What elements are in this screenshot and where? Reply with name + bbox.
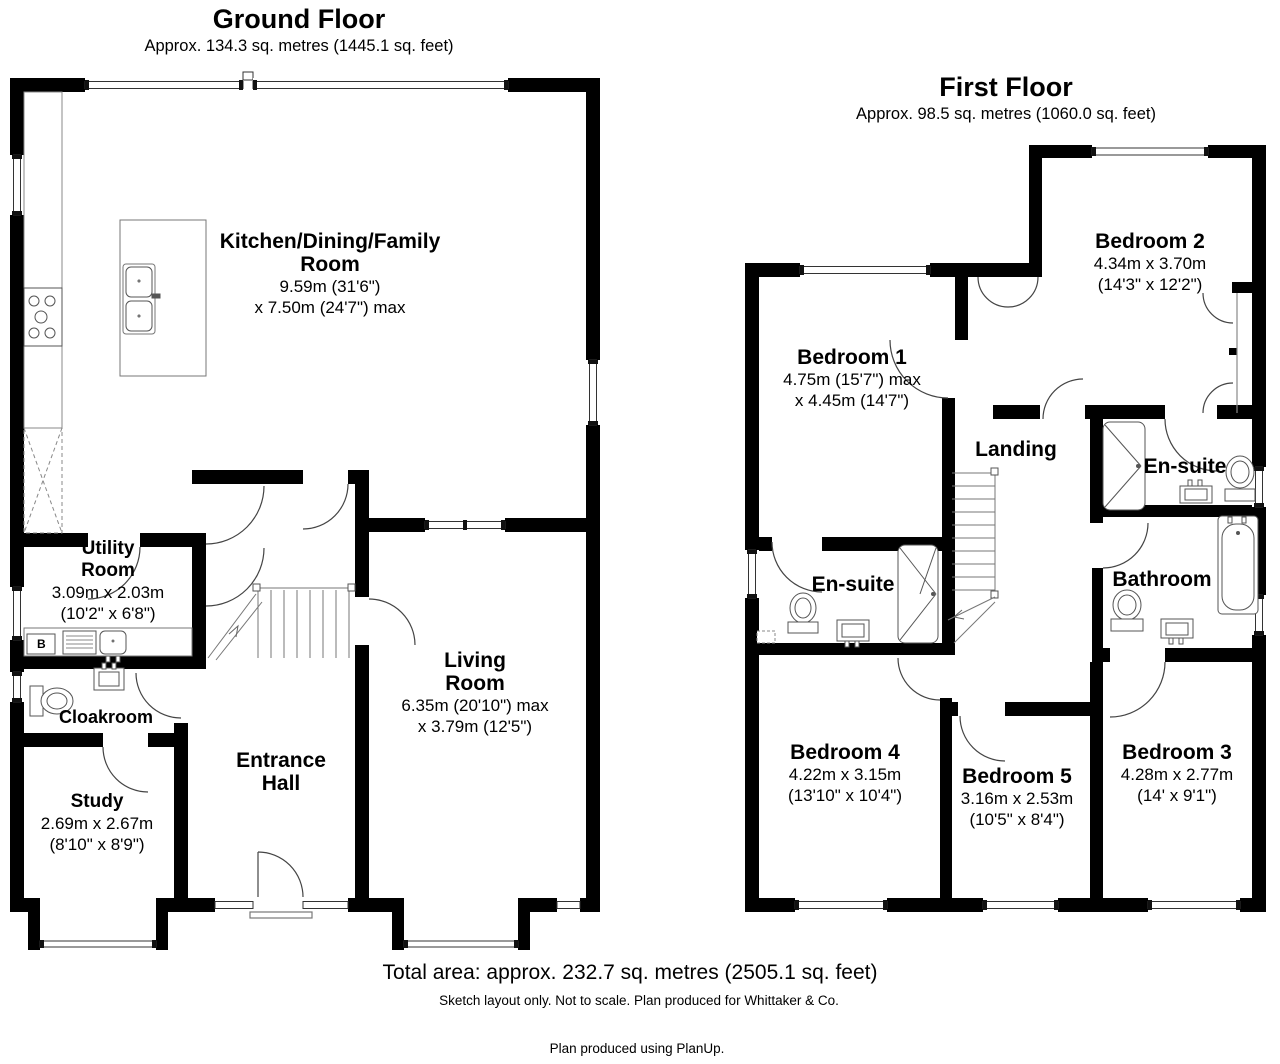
stairs-first-icon — [947, 467, 999, 644]
total-area-text: Total area: approx. 232.7 sq. metres (25… — [382, 961, 878, 984]
ensuite1-radiator-icon — [756, 630, 776, 644]
room-label-utility: Utility Room 3.09m x 2.03m (10'2" x 6'8"… — [51, 538, 165, 623]
cloakroom-toilet-icon — [29, 685, 74, 717]
ensuite1-shower-icon — [897, 544, 939, 644]
ground-floor-subtitle: Approx. 134.3 sq. metres (1445.1 sq. fee… — [144, 37, 454, 55]
cloakroom-sink-icon — [93, 662, 125, 691]
bathroom-sink-icon — [1160, 618, 1194, 645]
room-label-study: Study 2.69m x 2.67m (8'10" x 8'9") — [40, 791, 154, 854]
ensuite1-toilet-icon — [787, 592, 819, 634]
larder-icon — [23, 427, 63, 534]
room-label-bedroom2: Bedroom 2 4.34m x 3.70m (14'3" x 12'2") — [1093, 230, 1207, 294]
disclaimer-text: Sketch layout only. Not to scale. Plan p… — [439, 993, 839, 1008]
first-floor-windows — [745, 145, 1266, 912]
bathroom-toilet-icon — [1110, 589, 1144, 632]
ground-floor-windows — [10, 71, 600, 950]
utility-counter-icon — [23, 627, 193, 663]
room-label-bedroom5: Bedroom 5 3.16m x 2.53m (10'5" x 8'4") — [960, 765, 1074, 829]
room-label-ensuite1: En-suite — [811, 573, 895, 596]
ground-floor-title: Ground Floor — [212, 4, 386, 34]
room-label-ensuite2: En-suite — [1143, 455, 1227, 478]
stairs-ground-icon — [207, 583, 356, 661]
ground-floor-doors — [87, 483, 416, 919]
room-label-bedroom3: Bedroom 3 4.28m x 2.77m (14' x 9'1") — [1120, 741, 1234, 805]
island-sink-icon — [119, 219, 207, 377]
kitchen-counter-icon — [23, 91, 63, 429]
credit-text: Plan produced using PlanUp. — [549, 1041, 725, 1056]
room-label-living: Living Room 6.35m (20'10") max x 3.79m (… — [401, 649, 549, 736]
ensuite2-sink-icon — [1179, 479, 1213, 504]
bathtub-icon — [1217, 515, 1259, 615]
first-floor-title: First Floor — [939, 72, 1073, 102]
room-label-entrance-hall: Entrance Hall — [236, 749, 326, 795]
room-label-bathroom: Bathroom — [1112, 568, 1212, 591]
hob-icon — [23, 287, 63, 347]
room-label-landing: Landing — [975, 438, 1057, 461]
ensuite2-shower-icon — [1102, 421, 1146, 511]
boiler-label: B — [37, 637, 46, 651]
ensuite2-toilet-icon — [1224, 455, 1256, 502]
first-floor-subtitle: Approx. 98.5 sq. metres (1060.0 sq. feet… — [856, 105, 1156, 123]
ensuite1-sink-icon — [836, 619, 870, 648]
first-floor-doors — [771, 276, 1238, 762]
room-label-kitchen: Kitchen/Dining/Family Room 9.59m (31'6")… — [219, 230, 441, 317]
room-label-bedroom4: Bedroom 4 4.22m x 3.15m (13'10" x 10'4") — [787, 741, 903, 805]
room-label-cloakroom: Cloakroom — [58, 707, 154, 727]
room-label-bedroom1: Bedroom 1 4.75m (15'7") max x 4.45m (14'… — [783, 346, 921, 410]
